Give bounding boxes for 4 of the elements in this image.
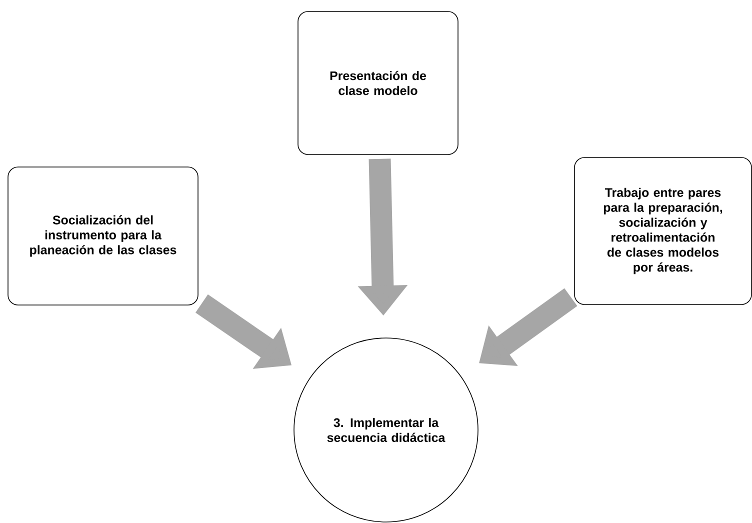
- circle-node: 3. Implementar la secuencia didáctica: [294, 338, 478, 522]
- process-box: Trabajo entre pares para la preparación, socialización y retroalimentación de clases modelos por áreas.: [574, 157, 752, 305]
- process-box: Socialización del instrumento para la planeación de las clases: [8, 166, 198, 306]
- process-box: Presentación de clase modelo: [298, 11, 458, 155]
